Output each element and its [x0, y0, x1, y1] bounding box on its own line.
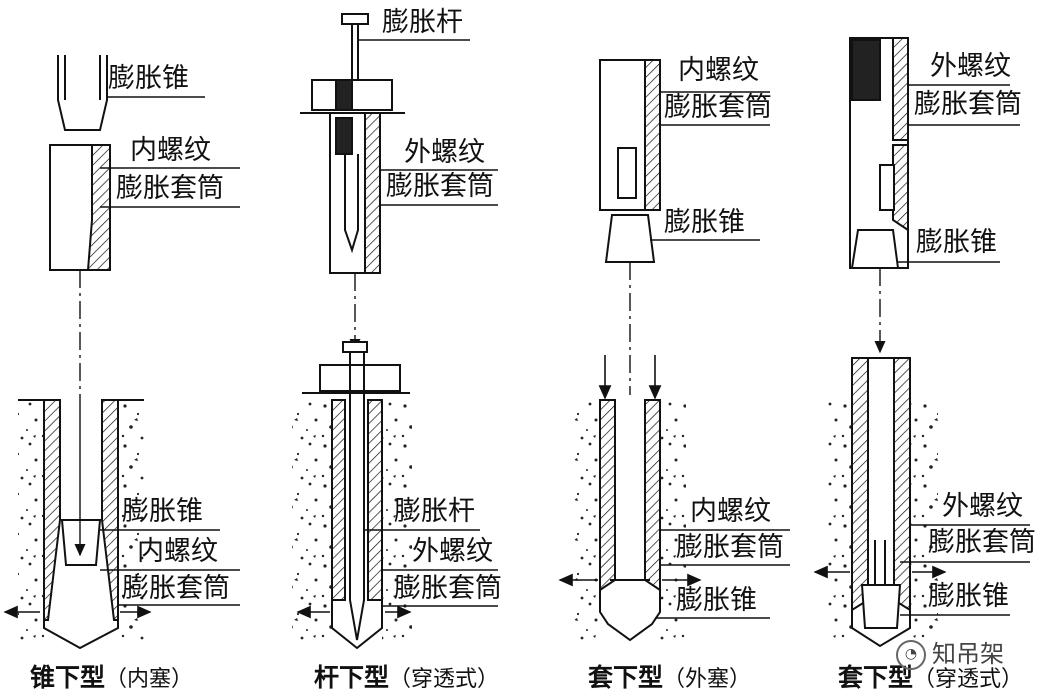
d3-caption: 套下型（外塞） [588, 664, 751, 694]
d1-top-label-sleeve: 膨胀套筒 [116, 173, 224, 204]
d2-bottom-label-outer-thread: 外螺纹 [412, 536, 493, 567]
d2-top-label-outer-thread: 外螺纹 [404, 137, 485, 168]
d1-bottom-label-cone: 膨胀锥 [122, 496, 203, 527]
d3-caption-main: 套下型 [588, 663, 664, 692]
d4-caption-sub: （穿透式） [913, 667, 1024, 692]
diagram-4 [813, 37, 1030, 648]
d4-caption-main: 套下型 [838, 663, 914, 692]
d4-bottom-label-sleeve: 膨胀套筒 [928, 527, 1036, 558]
d4-bottom-label-cone: 膨胀锥 [928, 581, 1009, 612]
d3-bottom-label-cone: 膨胀锥 [676, 585, 757, 616]
d2-caption-main: 杆下型 [314, 663, 390, 692]
d4-top-label-outer-thread: 外螺纹 [930, 51, 1011, 82]
d2-caption-sub: （穿透式） [389, 667, 500, 692]
d3-bottom-label-inner-thread: 内螺纹 [690, 496, 771, 527]
d2-bottom-label-sleeve: 膨胀套筒 [394, 573, 502, 604]
watermark: ◔知吊架 [896, 634, 1004, 670]
d2-top-label-sleeve: 膨胀套筒 [386, 171, 494, 202]
watermark-text: 知吊架 [932, 640, 1004, 668]
d2-caption: 杆下型（穿透式） [314, 664, 499, 694]
d1-caption-main: 锥下型 [30, 663, 106, 692]
d3-top-label-sleeve: 膨胀套筒 [664, 92, 772, 123]
diagram-2 [292, 13, 498, 650]
d3-bottom-label-sleeve: 膨胀套筒 [676, 532, 784, 563]
d3-caption-sub: （外塞） [663, 667, 752, 692]
d1-top-label-cone: 膨胀锥 [108, 63, 189, 94]
d3-top-label-inner-thread: 内螺纹 [678, 55, 759, 86]
d4-top-label-sleeve: 膨胀套筒 [914, 89, 1022, 120]
d1-caption-sub: （内塞） [105, 667, 194, 692]
d1-caption: 锥下型（内塞） [30, 664, 193, 694]
d2-bottom-label-rod: 膨胀杆 [394, 496, 475, 527]
diagram-3 [558, 59, 790, 642]
diagram-1 [3, 55, 240, 650]
wechat-channel-icon: ◔ [896, 640, 926, 670]
d1-top-label-inner-thread: 内螺纹 [130, 135, 211, 166]
d1-bottom-label-inner-thread: 内螺纹 [137, 536, 218, 567]
d4-caption: 套下型（穿透式） [838, 664, 1023, 694]
d4-bottom-label-outer-thread: 外螺纹 [942, 491, 1023, 522]
d4-top-label-cone: 膨胀锥 [916, 227, 997, 258]
d3-top-label-cone: 膨胀锥 [664, 207, 745, 238]
d1-bottom-label-sleeve: 膨胀套筒 [122, 573, 230, 604]
d2-top-label-rod: 膨胀杆 [382, 7, 463, 38]
